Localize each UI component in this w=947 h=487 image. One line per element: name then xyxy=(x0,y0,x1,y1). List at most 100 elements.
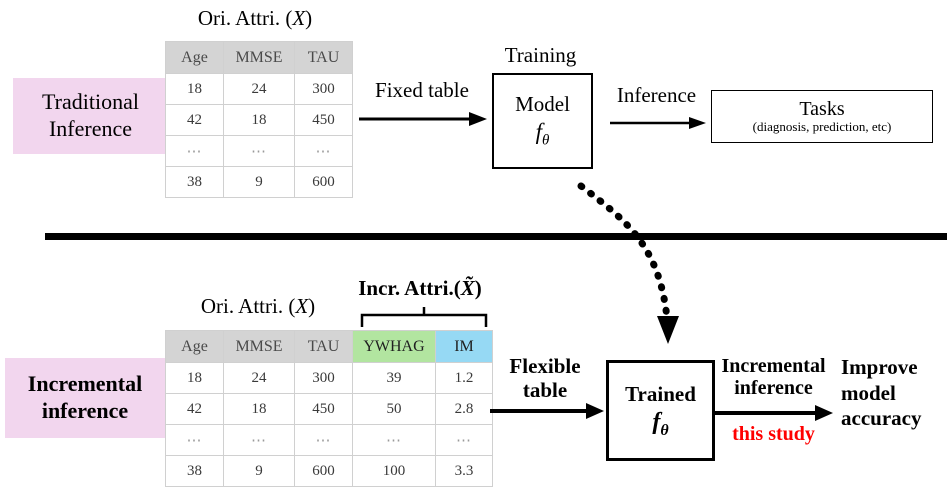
table-cell: ⋯ xyxy=(165,424,224,456)
arrow-inference xyxy=(610,117,706,129)
table-cell: 39 xyxy=(352,362,436,394)
table-cell: 100 xyxy=(352,455,436,487)
section-divider xyxy=(45,233,947,240)
bottom-ori-caption-suffix: ) xyxy=(308,294,316,318)
table-cell: ⋯ xyxy=(294,424,353,456)
incremental-attributes-bracket xyxy=(360,307,488,327)
table-row: ⋯⋯⋯ xyxy=(165,135,353,167)
top-table-caption: Ori. Attri. (X) xyxy=(165,6,345,31)
bottom-ori-caption-prefix: Ori. Attri. ( xyxy=(200,294,296,318)
incr-caption-suffix: ) xyxy=(474,276,482,300)
arrow-label-flexible-line2: table xyxy=(522,377,568,402)
table-cell: 9 xyxy=(223,166,295,198)
table-cell: 18 xyxy=(165,73,224,105)
table-cell: 3.3 xyxy=(435,455,493,487)
trained-model-label: Trained xyxy=(625,381,696,406)
table-cell: 18 xyxy=(223,104,295,136)
model-function-subscript: θ xyxy=(542,132,550,149)
top-table-caption-variable: X xyxy=(292,6,306,30)
stage-label-traditional-inference: Traditional Inference xyxy=(13,78,168,154)
table-cell: 2.8 xyxy=(435,393,493,425)
table-header-cell: MMSE xyxy=(223,41,295,74)
table-header-cell: MMSE xyxy=(223,330,295,363)
incremental-attributes-caption: Incr. Attri.(X̃) xyxy=(330,276,510,301)
top-table-caption-suffix: ) xyxy=(305,6,313,30)
model-function-symbol: f xyxy=(535,119,542,145)
bottom-ori-caption-variable: X xyxy=(295,294,309,318)
model-box-label: Model xyxy=(515,92,570,117)
table-header-cell: IM xyxy=(435,330,493,363)
table-cell: 50 xyxy=(352,393,436,425)
stage-label-incremental-inference: Incremental inference xyxy=(5,358,165,438)
result-improve-model-accuracy: Improve model accuracy xyxy=(841,355,947,432)
table-header-cell: Age xyxy=(165,330,224,363)
arrow-flexible-table xyxy=(490,403,604,419)
dotted-transfer-arrow xyxy=(577,182,679,344)
arrow-label-fixed-table: Fixed table xyxy=(375,78,469,102)
arrow-label-incremental-line2: inference xyxy=(734,377,813,400)
table-cell: ⋯ xyxy=(435,424,493,456)
arrow-label-flexible-line1: Flexible xyxy=(509,354,581,378)
table-cell: 450 xyxy=(294,393,353,425)
model-box-function: fθ xyxy=(536,119,550,150)
table-cell: 38 xyxy=(165,455,224,487)
table-cell: 18 xyxy=(165,362,224,394)
tasks-box: Tasks (diagnosis, prediction, etc) xyxy=(711,90,933,143)
table-cell: ⋯ xyxy=(223,135,295,167)
table-cell: ⋯ xyxy=(165,135,224,167)
model-box-caption-training: Training xyxy=(504,43,577,67)
table-cell: ⋯ xyxy=(223,424,295,456)
model-box-top: Model fθ xyxy=(492,73,593,169)
trained-function-subscript: θ xyxy=(660,421,669,439)
this-study-highlight: this study xyxy=(732,423,815,445)
stage-label-incremental-line2: inference xyxy=(41,398,129,423)
tasks-box-subtitle: (diagnosis, prediction, etc) xyxy=(752,118,892,134)
result-line3: accuracy xyxy=(841,406,922,431)
table-cell: 9 xyxy=(223,455,295,487)
arrow-label-inference: Inference xyxy=(616,83,697,107)
arrow-label-incremental-inference: Incremental inference xyxy=(711,355,836,400)
top-table-caption-prefix: Ori. Attri. ( xyxy=(197,6,293,30)
table-cell: 42 xyxy=(165,104,224,136)
trained-function-symbol: f xyxy=(652,408,661,435)
result-line1: Improve xyxy=(841,355,918,379)
table-cell: 38 xyxy=(165,166,224,198)
stage-label-traditional-line2: Inference xyxy=(48,116,133,141)
incr-caption-prefix: Incr. Attri.( xyxy=(358,276,461,300)
table-cell: 18 xyxy=(223,393,295,425)
bottom-original-attributes-caption: Ori. Attri. (X) xyxy=(178,294,338,319)
table-cell: 300 xyxy=(294,362,353,394)
stage-label-incremental-line1: Incremental xyxy=(27,371,143,397)
arrow-incremental-inference xyxy=(713,405,833,421)
tasks-box-title: Tasks xyxy=(799,97,845,120)
table-header-cell: TAU xyxy=(294,41,353,74)
table-cell: 450 xyxy=(294,104,353,136)
table-cell: ⋯ xyxy=(294,135,353,167)
table-cell: 1.2 xyxy=(435,362,493,394)
result-line2: model xyxy=(841,380,896,405)
table-row: ⋯⋯⋯⋯⋯ xyxy=(165,424,493,456)
trained-model-function: fθ xyxy=(652,409,668,440)
model-box-bottom: Trained fθ xyxy=(606,360,715,461)
table-cell: 42 xyxy=(165,393,224,425)
table-cell: 600 xyxy=(294,166,353,198)
table-cell: 24 xyxy=(223,362,295,394)
table-header-cell: Age xyxy=(165,41,224,74)
arrow-label-incremental-line1: Incremental xyxy=(721,355,826,377)
table-header-cell: TAU xyxy=(294,330,353,363)
table-cell: 300 xyxy=(294,73,353,105)
table-header-cell: YWHAG xyxy=(352,330,436,363)
